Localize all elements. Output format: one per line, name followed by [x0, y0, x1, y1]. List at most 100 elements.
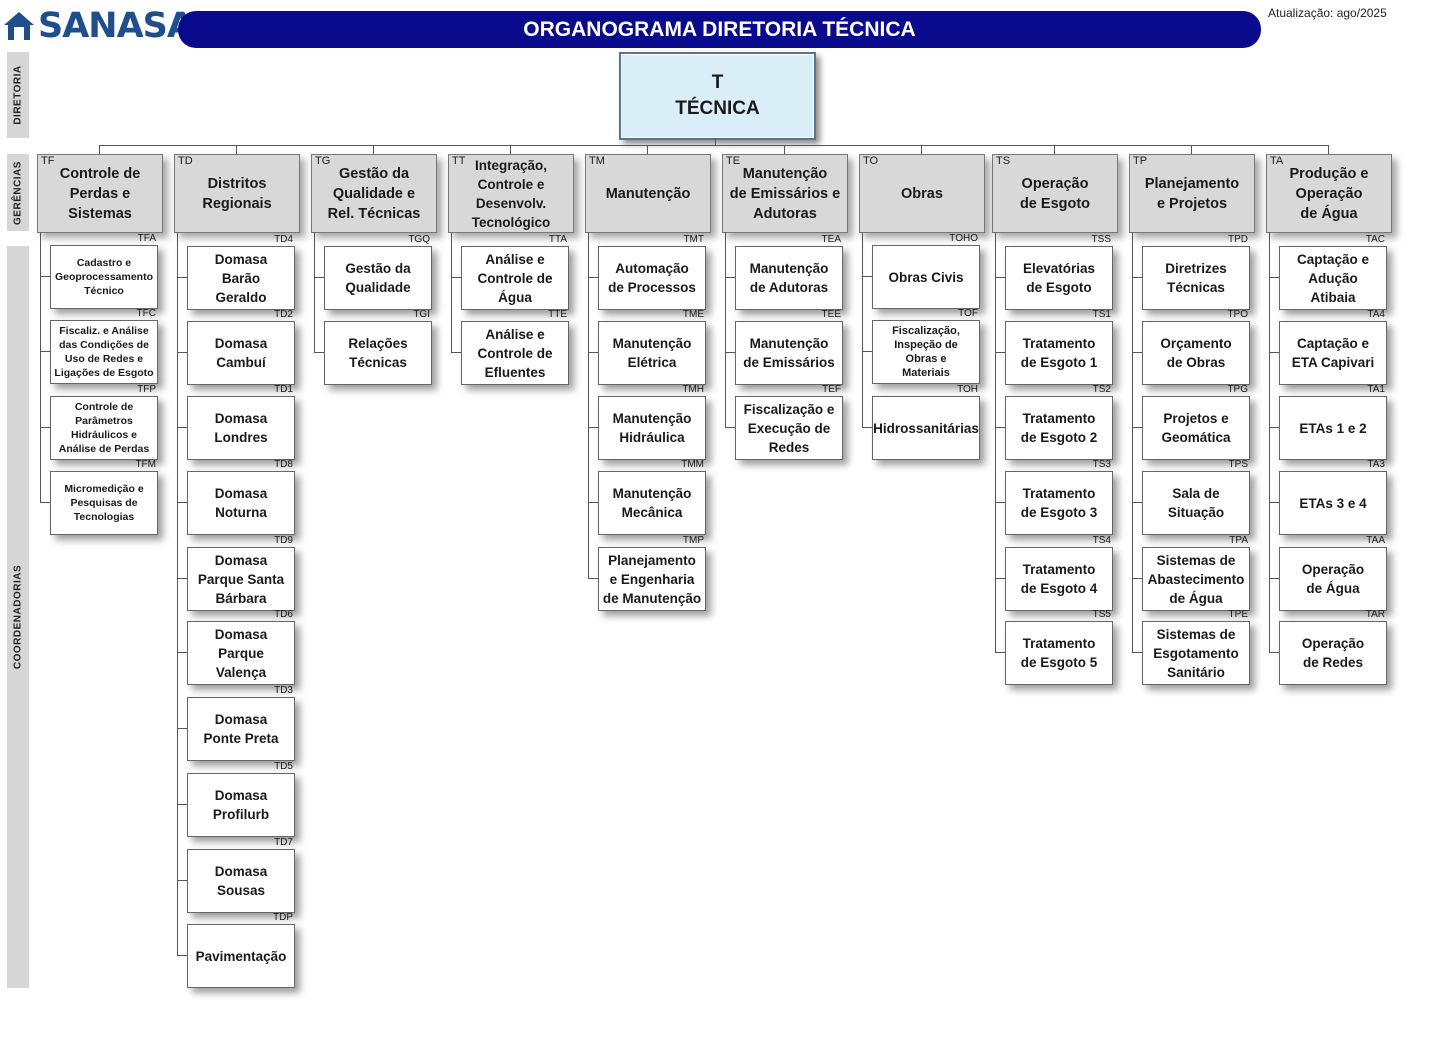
unit-code: TD3: [274, 685, 293, 696]
unit-name: Sala de Situação: [1167, 486, 1225, 520]
directorate-code: T: [711, 72, 724, 93]
connector-line: [1132, 578, 1142, 579]
connector-line: [921, 145, 922, 154]
management-name: Planejamento e Projetos: [1144, 175, 1240, 212]
unit-code: TEF: [822, 384, 841, 395]
unit-box-tmp[interactable]: TMP Planejamento e Engenharia de Manutenç…: [598, 535, 706, 611]
connector-line: [177, 652, 187, 653]
unit-name: Captação e Adução Atibaia: [1296, 251, 1370, 305]
connector-line: [862, 276, 872, 277]
unit-box-tss[interactable]: TSS Elevatórias de Esgoto: [1005, 234, 1113, 310]
management-code: TO: [863, 155, 879, 167]
connector-line: [314, 232, 315, 352]
connector-line: [177, 232, 178, 955]
unit-name: Domasa Parque Santa Bárbara: [197, 552, 285, 606]
connector-line: [177, 955, 187, 956]
unit-code: TMP: [682, 535, 704, 546]
unit-code: TSS: [1091, 234, 1111, 245]
connector-line: [99, 145, 100, 154]
unit-code: TAR: [1365, 609, 1385, 620]
connector-line: [1269, 232, 1270, 652]
unit-code: TPA: [1229, 535, 1248, 546]
management-name: Manutenção de Emissários e Adutoras: [729, 165, 841, 222]
unit-code: TDP: [273, 912, 293, 923]
unit-name: Tratamento de Esgoto 4: [1020, 562, 1098, 596]
management-name: Operação de Esgoto: [1019, 175, 1091, 212]
connector-line: [995, 427, 1005, 428]
connector-line: [1269, 427, 1279, 428]
connector-line: [1328, 145, 1329, 154]
unit-name: Manutenção Elétrica: [612, 336, 692, 370]
unit-name: Domasa Sousas: [214, 864, 268, 898]
unit-name: Orçamento de Obras: [1160, 336, 1232, 370]
unit-name: Planejamento e Engenharia de Manutenção: [602, 552, 702, 606]
page-title: ORGANOGRAMA DIRETORIA TÉCNICA: [178, 11, 1261, 48]
unit-name: Domasa Noturna: [214, 486, 268, 520]
unit-name: ETAs 1 e 2: [1299, 420, 1367, 436]
unit-code: TPD: [1228, 234, 1248, 245]
connector-line: [1191, 145, 1192, 154]
connector-line: [1269, 277, 1279, 278]
connector-line: [1132, 352, 1142, 353]
unit-name: Elevatórias de Esgoto: [1022, 261, 1096, 295]
unit-code: TMM: [681, 459, 704, 470]
directorate-box[interactable]: T TÉCNICA: [619, 52, 816, 140]
connector-line: [314, 277, 324, 278]
